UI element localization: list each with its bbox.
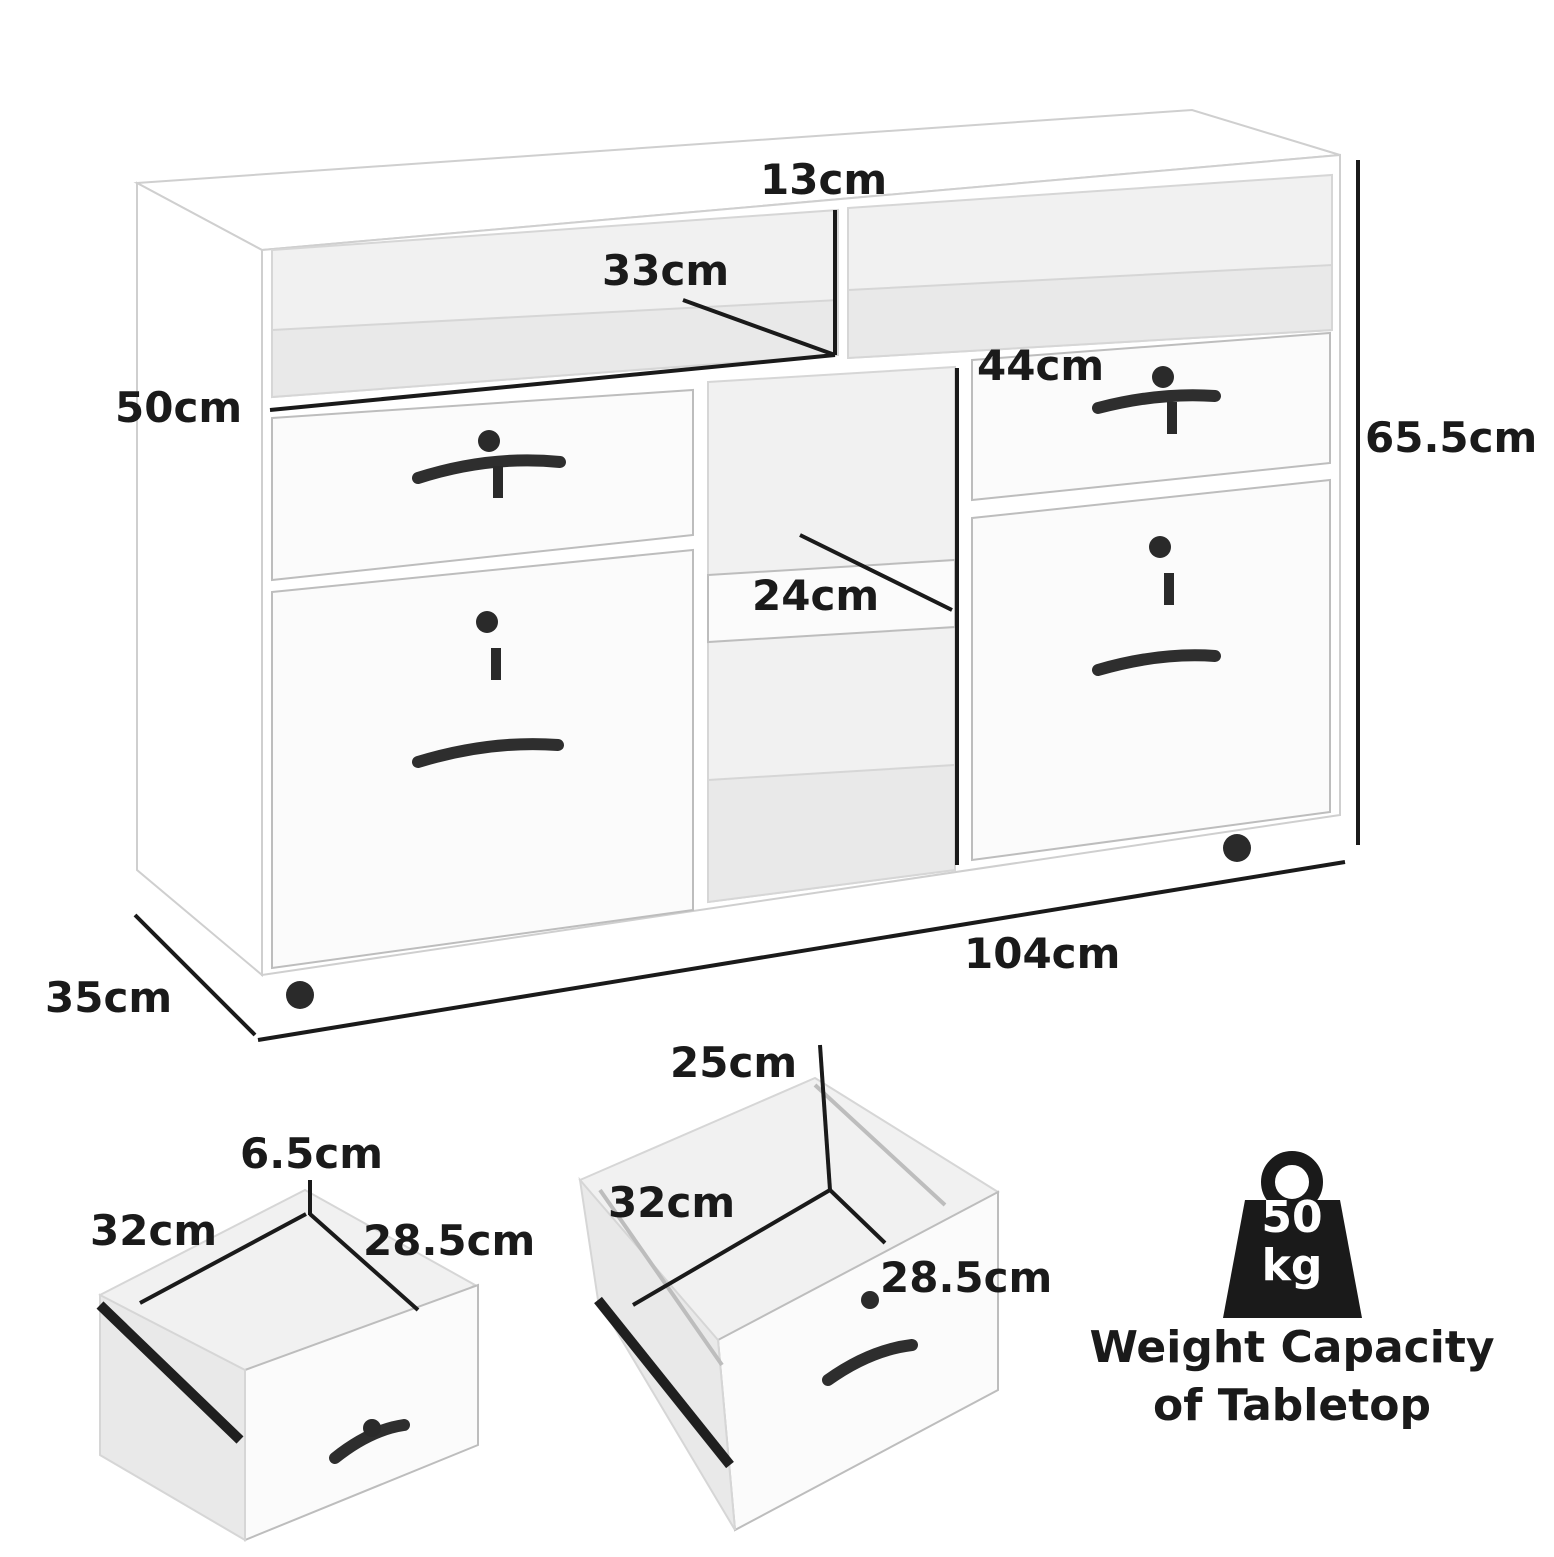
small-drawer-width-label: 32cm [90, 1206, 217, 1255]
right-small-drawer-key-icon [1167, 402, 1177, 434]
right-file-drawer-key-icon [1164, 573, 1174, 605]
middle-shelf-depth-label: 24cm [752, 571, 879, 620]
front-left-wheel-icon [286, 981, 314, 1009]
left-small-drawer-key-icon [493, 466, 503, 498]
weight-caption-line1: Weight Capacity [1089, 1322, 1494, 1373]
file-drawer-width-label: 32cm [608, 1178, 735, 1227]
weight-unit: kg [1262, 1240, 1323, 1291]
weight-caption-line2: of Tabletop [1153, 1380, 1431, 1431]
weight-capacity-badge: 50 kg Weight Capacity of Tabletop [1089, 1158, 1494, 1431]
left-file-drawer-key-icon [491, 648, 501, 680]
left-file-drawer-lock-icon [476, 611, 498, 633]
middle-cubby-floor [708, 765, 955, 902]
small-drawer-height-label: 6.5cm [240, 1129, 383, 1178]
top-shelf-height-label: 13cm [760, 155, 887, 204]
filing-cabinet [137, 110, 1340, 1009]
total-height-label: 65.5cm [1365, 413, 1537, 462]
file-drawer-depth-label: 28.5cm [880, 1253, 1052, 1302]
right-file-drawer-lock-icon [1149, 536, 1171, 558]
file-drawer-height-label: 25cm [670, 1038, 797, 1087]
weight-value: 50 [1261, 1192, 1322, 1243]
small-drawer-lock-icon [363, 1419, 381, 1437]
top-shelf-width-label: 50cm [115, 383, 242, 432]
right-file-drawer-front [972, 480, 1330, 860]
small-drawer-illustration: 6.5cm 32cm 28.5cm [90, 1129, 535, 1540]
top-shelf-depth-label: 33cm [602, 246, 729, 295]
file-drawer-lock-icon [861, 1291, 879, 1309]
total-width-label: 104cm [964, 929, 1120, 978]
left-small-drawer-lock-icon [478, 430, 500, 452]
front-right-wheel-icon [1223, 834, 1251, 862]
right-small-drawer-lock-icon [1152, 366, 1174, 388]
file-drawer-illustration: 25cm 32cm 28.5cm [580, 1038, 1052, 1530]
middle-height-label: 44cm [977, 341, 1104, 390]
cabinet-left-side [137, 183, 262, 975]
total-depth-label: 35cm [45, 973, 172, 1022]
small-drawer-depth-label: 28.5cm [363, 1216, 535, 1265]
